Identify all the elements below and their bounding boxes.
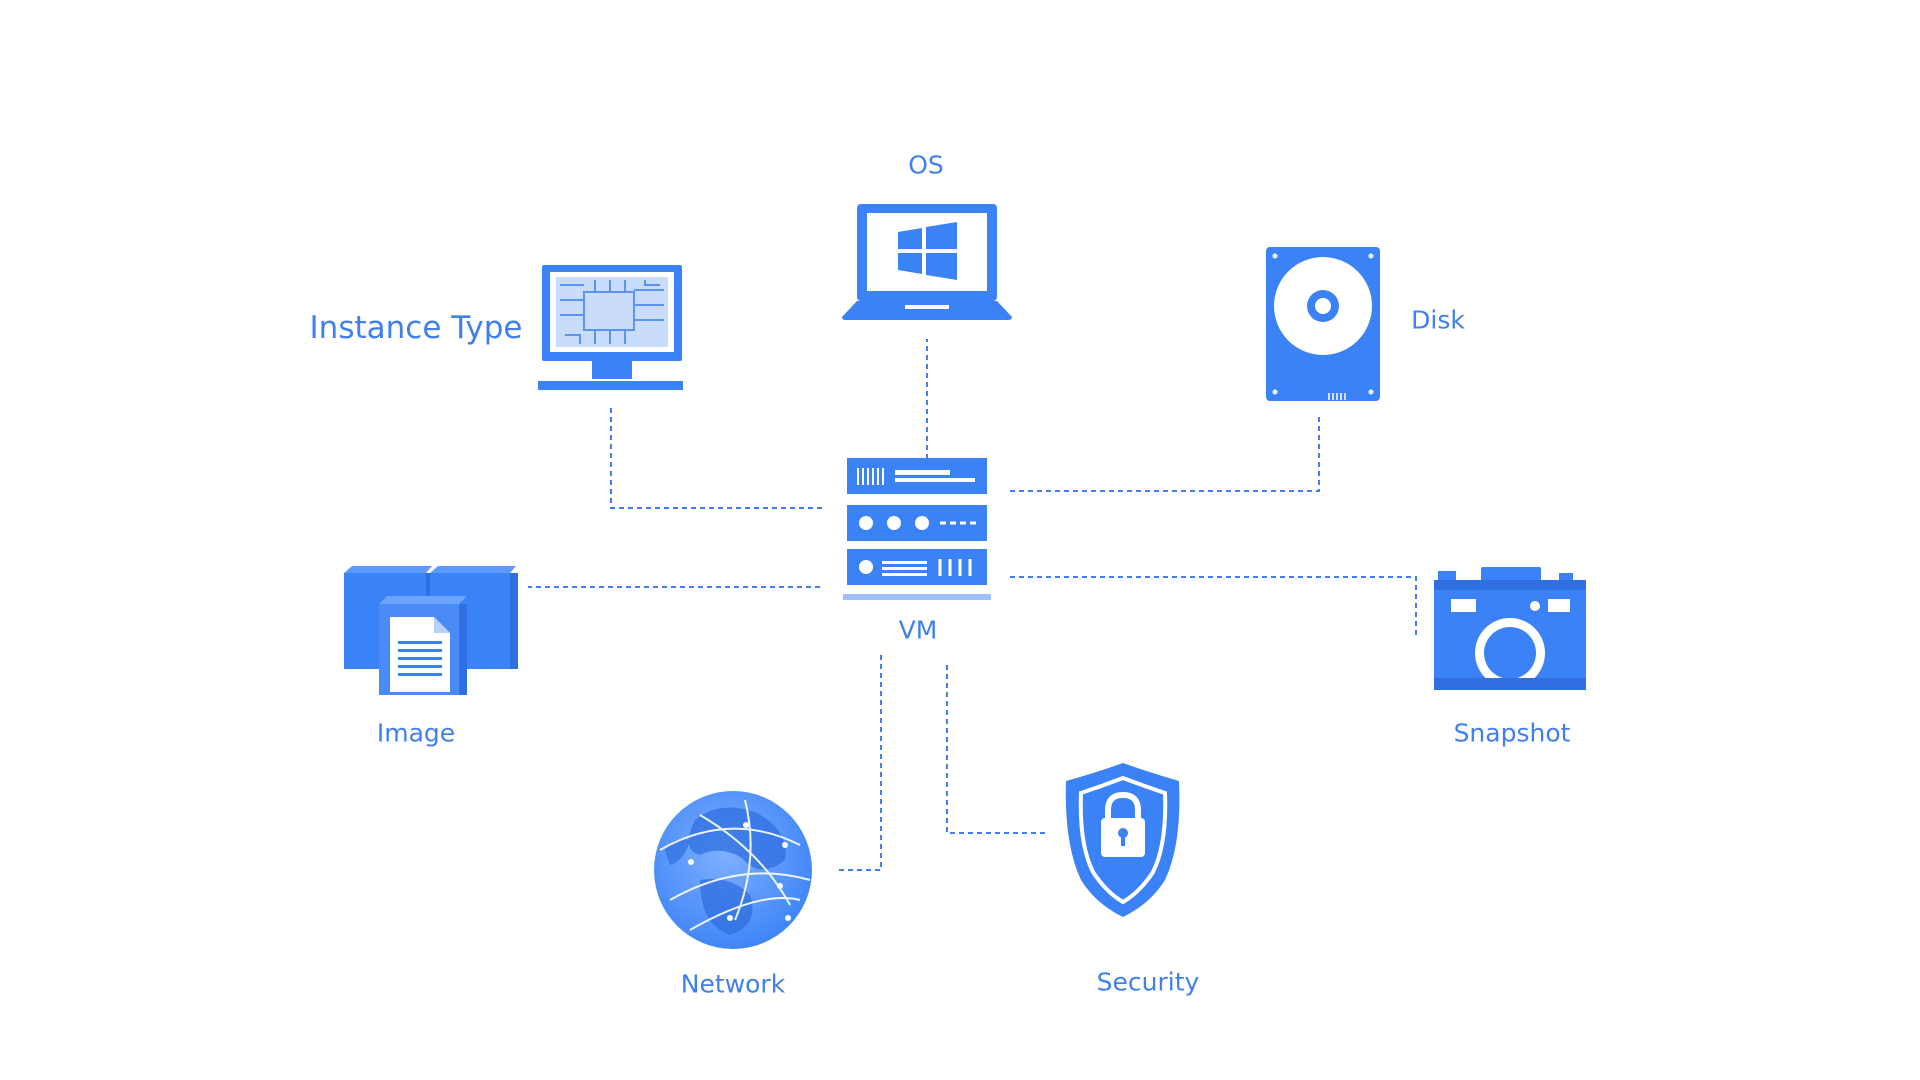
monitor-chip-icon bbox=[538, 265, 683, 390]
instance-type-label: Instance Type bbox=[309, 310, 523, 346]
security-label: Security bbox=[1096, 967, 1200, 997]
laptop-windows-icon bbox=[842, 204, 1012, 320]
globe-icon bbox=[654, 791, 812, 949]
network-label: Network bbox=[680, 969, 786, 999]
camera-icon bbox=[1434, 567, 1586, 690]
edge-vm-network bbox=[835, 655, 882, 871]
edge-vm-disk bbox=[1010, 415, 1320, 492]
server-rack-icon bbox=[843, 458, 991, 600]
disk-label: Disk bbox=[1411, 305, 1465, 335]
shield-lock-icon bbox=[1065, 763, 1180, 917]
edge-vm-instance-type bbox=[610, 408, 822, 509]
image-files-icon bbox=[344, 566, 518, 695]
connector-lines bbox=[528, 339, 1417, 871]
edge-vm-security bbox=[946, 665, 1048, 834]
vm-label: VM bbox=[898, 615, 938, 645]
image-label: Image bbox=[376, 718, 456, 748]
os-label: OS bbox=[908, 150, 944, 180]
edge-vm-snapshot bbox=[1010, 576, 1417, 638]
snapshot-label: Snapshot bbox=[1453, 718, 1571, 748]
hard-disk-icon bbox=[1266, 247, 1380, 401]
